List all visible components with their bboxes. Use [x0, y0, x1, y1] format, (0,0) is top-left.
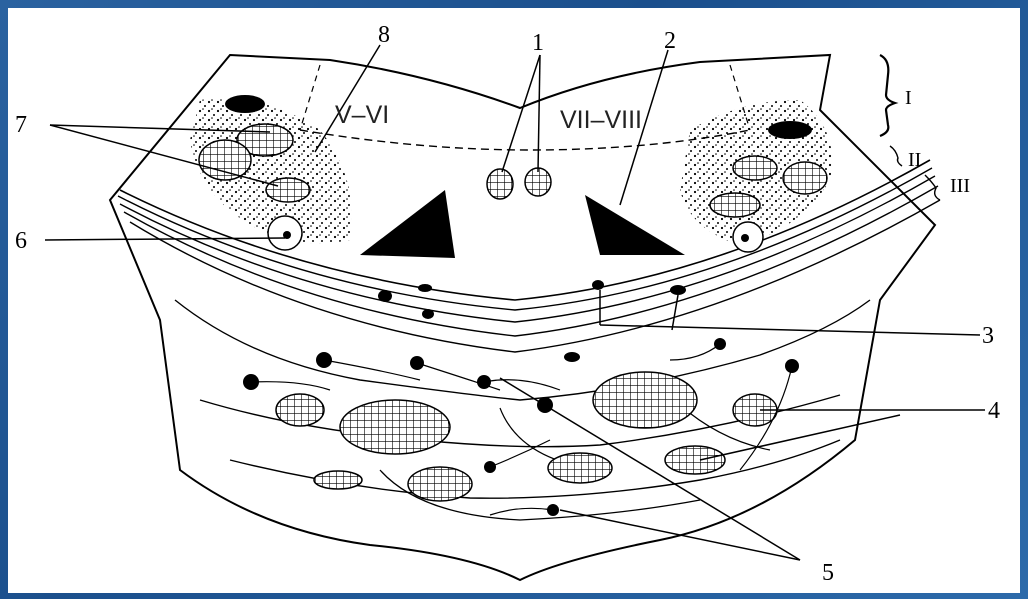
label-4: 4: [988, 398, 1000, 424]
bundle-4b: [340, 400, 450, 454]
nucleus-left: [225, 95, 265, 113]
bundle-4e: [548, 453, 612, 483]
label-8: 8: [378, 22, 390, 48]
bundle-4g: [408, 467, 472, 501]
label-3: 3: [982, 323, 994, 349]
brace-I: [880, 55, 895, 136]
layer-label-II: II: [908, 149, 921, 171]
compartment-line-a: [175, 300, 870, 400]
bundle-4f: [665, 446, 725, 474]
bundle-7b: [199, 140, 251, 180]
vessel-right-core: [741, 234, 749, 242]
zone-label-v-vi: V–VI: [335, 101, 389, 129]
bundle-r2: [783, 162, 827, 194]
label-7: 7: [15, 112, 27, 138]
bundle-4c: [593, 372, 697, 428]
label-2: 2: [664, 28, 676, 54]
bundle-1a: [487, 169, 513, 199]
bundle-r1: [733, 156, 777, 180]
zone-label-vii-viii: VII–VIII: [560, 106, 642, 134]
bundle-4a: [276, 394, 324, 426]
bundle-7c: [266, 178, 310, 202]
triangle-right: [585, 195, 685, 255]
layer-label-III: III: [950, 175, 970, 197]
bundle-1b: [525, 168, 551, 196]
brace-II: [890, 146, 902, 166]
label-5: 5: [822, 560, 834, 586]
label-6: 6: [15, 228, 27, 254]
brace-III: [925, 175, 940, 200]
bundle-r3: [710, 193, 760, 217]
nucleus-right: [768, 121, 812, 139]
label-1: 1: [532, 30, 544, 56]
bundle-4h: [314, 471, 362, 489]
leader-lines: [45, 45, 985, 560]
zone-boundary-left: [300, 65, 320, 130]
zone-boundary-dashed: [300, 130, 750, 150]
triangle-left: [360, 190, 455, 258]
layer-label-I: I: [905, 87, 912, 109]
